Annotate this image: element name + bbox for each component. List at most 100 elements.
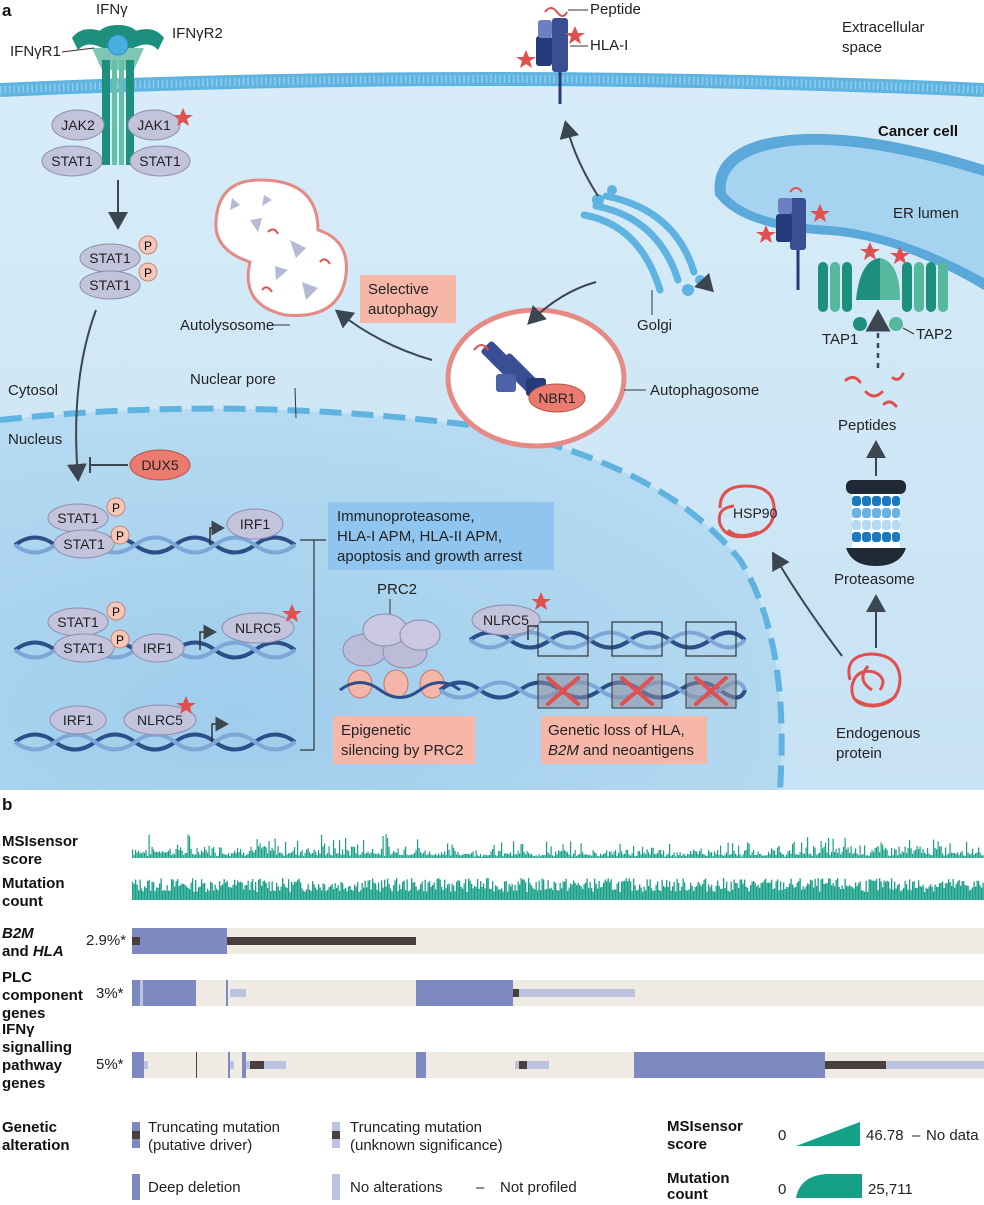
msi-bar [927,848,929,858]
mutation-bar [376,889,378,900]
msi-bar [423,852,425,858]
mutation-bar [703,879,705,900]
mutation-bar [945,883,947,900]
msi-bar [555,851,557,858]
mutation-bar [628,878,630,900]
mutation-bar [822,878,824,900]
mutation-bar [132,881,134,900]
msi-bar [261,848,263,858]
legend-no-alterations: No alterations [350,1179,443,1196]
msi-bar [792,844,794,858]
msi-bar [162,851,164,858]
msi-bar [388,846,390,858]
mutation-bar [336,888,338,900]
msi-bar [385,834,387,858]
msi-bar [682,853,684,858]
msi-bar [538,854,540,858]
nlrc5-label: NLRC5 [483,612,529,628]
msi-bar [747,842,749,858]
msi-bar [303,855,305,858]
mutation-bar [943,887,945,900]
msi-bar [420,851,422,858]
msi-bar [663,850,665,858]
arrow [771,551,843,657]
stat1-label: STAT1 [63,536,105,552]
mutation-bar [286,887,288,900]
mutation-bar [520,878,522,900]
msi-bar [582,852,584,858]
mutation-bar [567,890,569,900]
mutation-bar [913,881,915,900]
msi-bar [397,848,399,858]
msi-bar [147,855,149,858]
msi-bar [415,849,417,858]
mutation-bar [606,881,608,900]
mutation-bar [457,879,459,900]
msi-bar [981,855,983,858]
msi-bar [960,852,962,858]
msi-bar [222,853,224,858]
msi-bar [819,852,821,858]
msi-bar [597,856,599,858]
msi-bar [600,853,602,858]
msi-bar [522,844,524,858]
targets-line-3: apoptosis and growth arrest [337,548,523,565]
msi-bar [690,851,692,858]
msi-bar [666,855,668,858]
mutation-bar [973,881,975,900]
mutation-bar [721,888,723,900]
msi-bar [279,852,281,858]
msi-bar [891,847,893,858]
mutation-bar [333,889,335,900]
msi-bar [924,852,926,858]
msi-bar [606,850,608,858]
msi-bar [462,854,464,858]
mutation-bar [952,878,954,900]
msi-bar [721,854,723,858]
msi-bar [376,853,378,858]
msi-bar [552,855,554,858]
mutation-bar [784,889,786,900]
msi-bar [633,846,635,858]
msi-bar [513,841,515,858]
mutation-bar [369,880,371,900]
msi-bar [256,839,258,858]
mutation-bar [399,884,401,900]
msi-bar [295,854,297,858]
msi-bar [168,850,170,858]
msi-bar [355,853,357,858]
mutation-bar [391,891,393,900]
mutation-bar [907,889,909,900]
msi-bar [214,852,216,858]
mutation-bar [625,878,627,900]
mutation-bar [657,881,659,900]
mutation-bar [976,880,978,900]
msi-bar [370,852,372,858]
mutation-bar [385,886,387,900]
msi-bar [432,855,434,858]
genetic-loss-line-1: Genetic loss of HLA, [548,722,685,739]
mutation-bar [459,881,461,900]
mutation-bar [505,880,507,900]
msi-bar [862,853,864,858]
msi-bar [247,853,249,858]
mutation-bar [529,883,531,900]
mutation-bar [729,891,731,900]
msi-bar [322,846,324,858]
msi-bar [402,854,404,858]
msi-bar [675,856,677,858]
msi-bar [481,856,483,858]
msi-bar [195,854,197,858]
msi-bar [714,851,716,858]
msi-bar [816,855,818,858]
mutation-bar [978,881,980,900]
golgi [580,185,705,296]
msi-bar [447,843,449,858]
msi-bar [249,850,251,858]
msi-bar [939,846,941,858]
mutation-bar [136,884,138,900]
epigenetic-box [333,716,475,764]
msi-bar [697,854,699,858]
msi-bar [880,842,882,858]
msi-bar [834,852,836,858]
